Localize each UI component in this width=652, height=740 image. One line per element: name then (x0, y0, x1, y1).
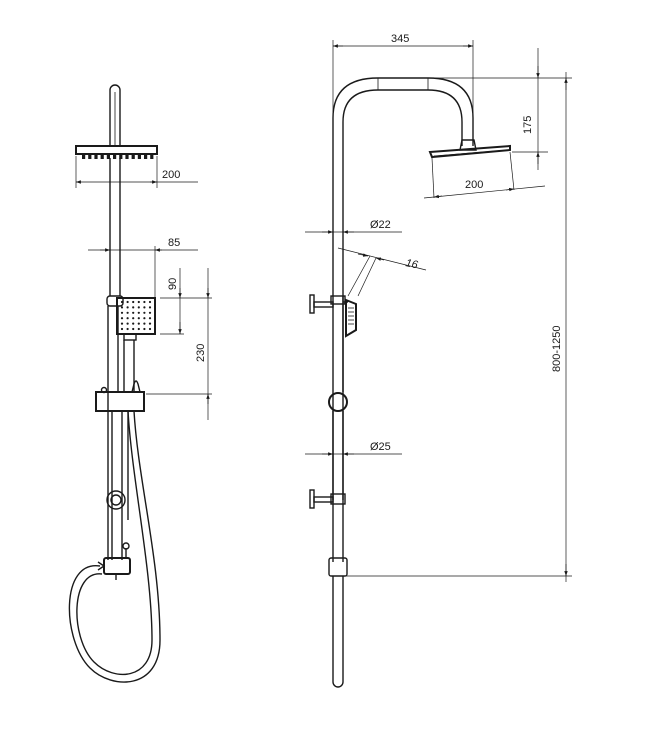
hand-nozzle (132, 327, 135, 331)
nozzle (131, 154, 135, 159)
hand-nozzle (126, 327, 129, 331)
front-head-width-label: 200 (162, 169, 180, 181)
nozzle (106, 154, 110, 159)
hand-nozzle (143, 311, 146, 314)
hand-nozzle (148, 322, 152, 325)
nozzle (137, 154, 141, 159)
hand-nozzle (132, 322, 135, 325)
side-reach-label: 345 (391, 33, 409, 45)
side-upper-bracket (309, 294, 346, 314)
hand-nozzle (120, 327, 124, 331)
nozzle (119, 154, 123, 159)
hand-nozzle (126, 317, 129, 320)
hand-nozzle (132, 311, 135, 314)
front-rain-head (75, 145, 158, 159)
side-head-drop-label: 175 (522, 116, 534, 134)
hand-nozzle (132, 300, 135, 304)
side-rain-head (428, 139, 511, 159)
hand-nozzle (126, 322, 129, 325)
hand-nozzle (120, 322, 124, 325)
nozzle (94, 154, 98, 159)
hand-nozzle (137, 327, 140, 331)
hand-nozzle (137, 317, 140, 320)
front-view (68, 84, 161, 683)
front-hand-offset-label: 90 (167, 278, 179, 290)
side-mixer (328, 557, 348, 688)
front-slider-holder (95, 391, 145, 412)
hand-nozzle (148, 300, 152, 304)
side-dimensions: 345 175 200 Ø22 16 Ø25 (305, 33, 572, 582)
nozzle (150, 154, 154, 159)
nozzle (125, 154, 129, 159)
hand-nozzle (120, 306, 124, 309)
hand-nozzle (143, 322, 146, 325)
side-height-range-label: 800-1250 (551, 326, 563, 373)
side-slider-knob (328, 392, 348, 412)
side-hand-shower (342, 296, 357, 392)
side-lower-bracket (309, 489, 346, 509)
hand-nozzle (120, 317, 124, 320)
hand-nozzle (143, 300, 146, 304)
front-mixer (97, 542, 131, 580)
nozzle (100, 154, 104, 159)
hand-nozzle (126, 300, 129, 304)
front-hand-shower (116, 297, 156, 341)
hand-nozzle (143, 327, 146, 331)
side-head-width-label: 200 (465, 179, 483, 191)
nozzle (144, 154, 148, 159)
front-hose (68, 410, 161, 683)
nozzle (113, 154, 117, 159)
side-upper-diameter-label: Ø22 (370, 219, 391, 231)
hand-nozzle (137, 300, 140, 304)
hand-nozzle (143, 317, 146, 320)
hand-nozzle (143, 306, 146, 309)
hand-nozzle (132, 306, 135, 309)
front-arm-offset-label: 85 (168, 237, 180, 249)
hand-nozzle (148, 327, 152, 331)
nozzle (88, 154, 92, 159)
hand-nozzle (132, 317, 135, 320)
front-upper-riser (109, 84, 121, 146)
hand-nozzle (148, 317, 152, 320)
side-hand-angle-label: 16 (404, 257, 419, 271)
hand-nozzle (148, 306, 152, 309)
hand-nozzle (126, 306, 129, 309)
hand-nozzle (137, 306, 140, 309)
hand-nozzle (137, 322, 140, 325)
side-lower-diameter-label: Ø25 (370, 441, 391, 453)
hand-nozzle (148, 311, 152, 314)
side-overhead-arm (332, 77, 474, 562)
hand-nozzle (120, 311, 124, 314)
hand-nozzle (137, 311, 140, 314)
hand-nozzle (126, 311, 129, 314)
front-dimensions: 200 85 90 230 (75, 156, 212, 420)
nozzle (82, 154, 86, 159)
hand-nozzle (120, 300, 124, 304)
side-view (309, 77, 511, 688)
front-hand-height-label: 230 (195, 344, 207, 362)
